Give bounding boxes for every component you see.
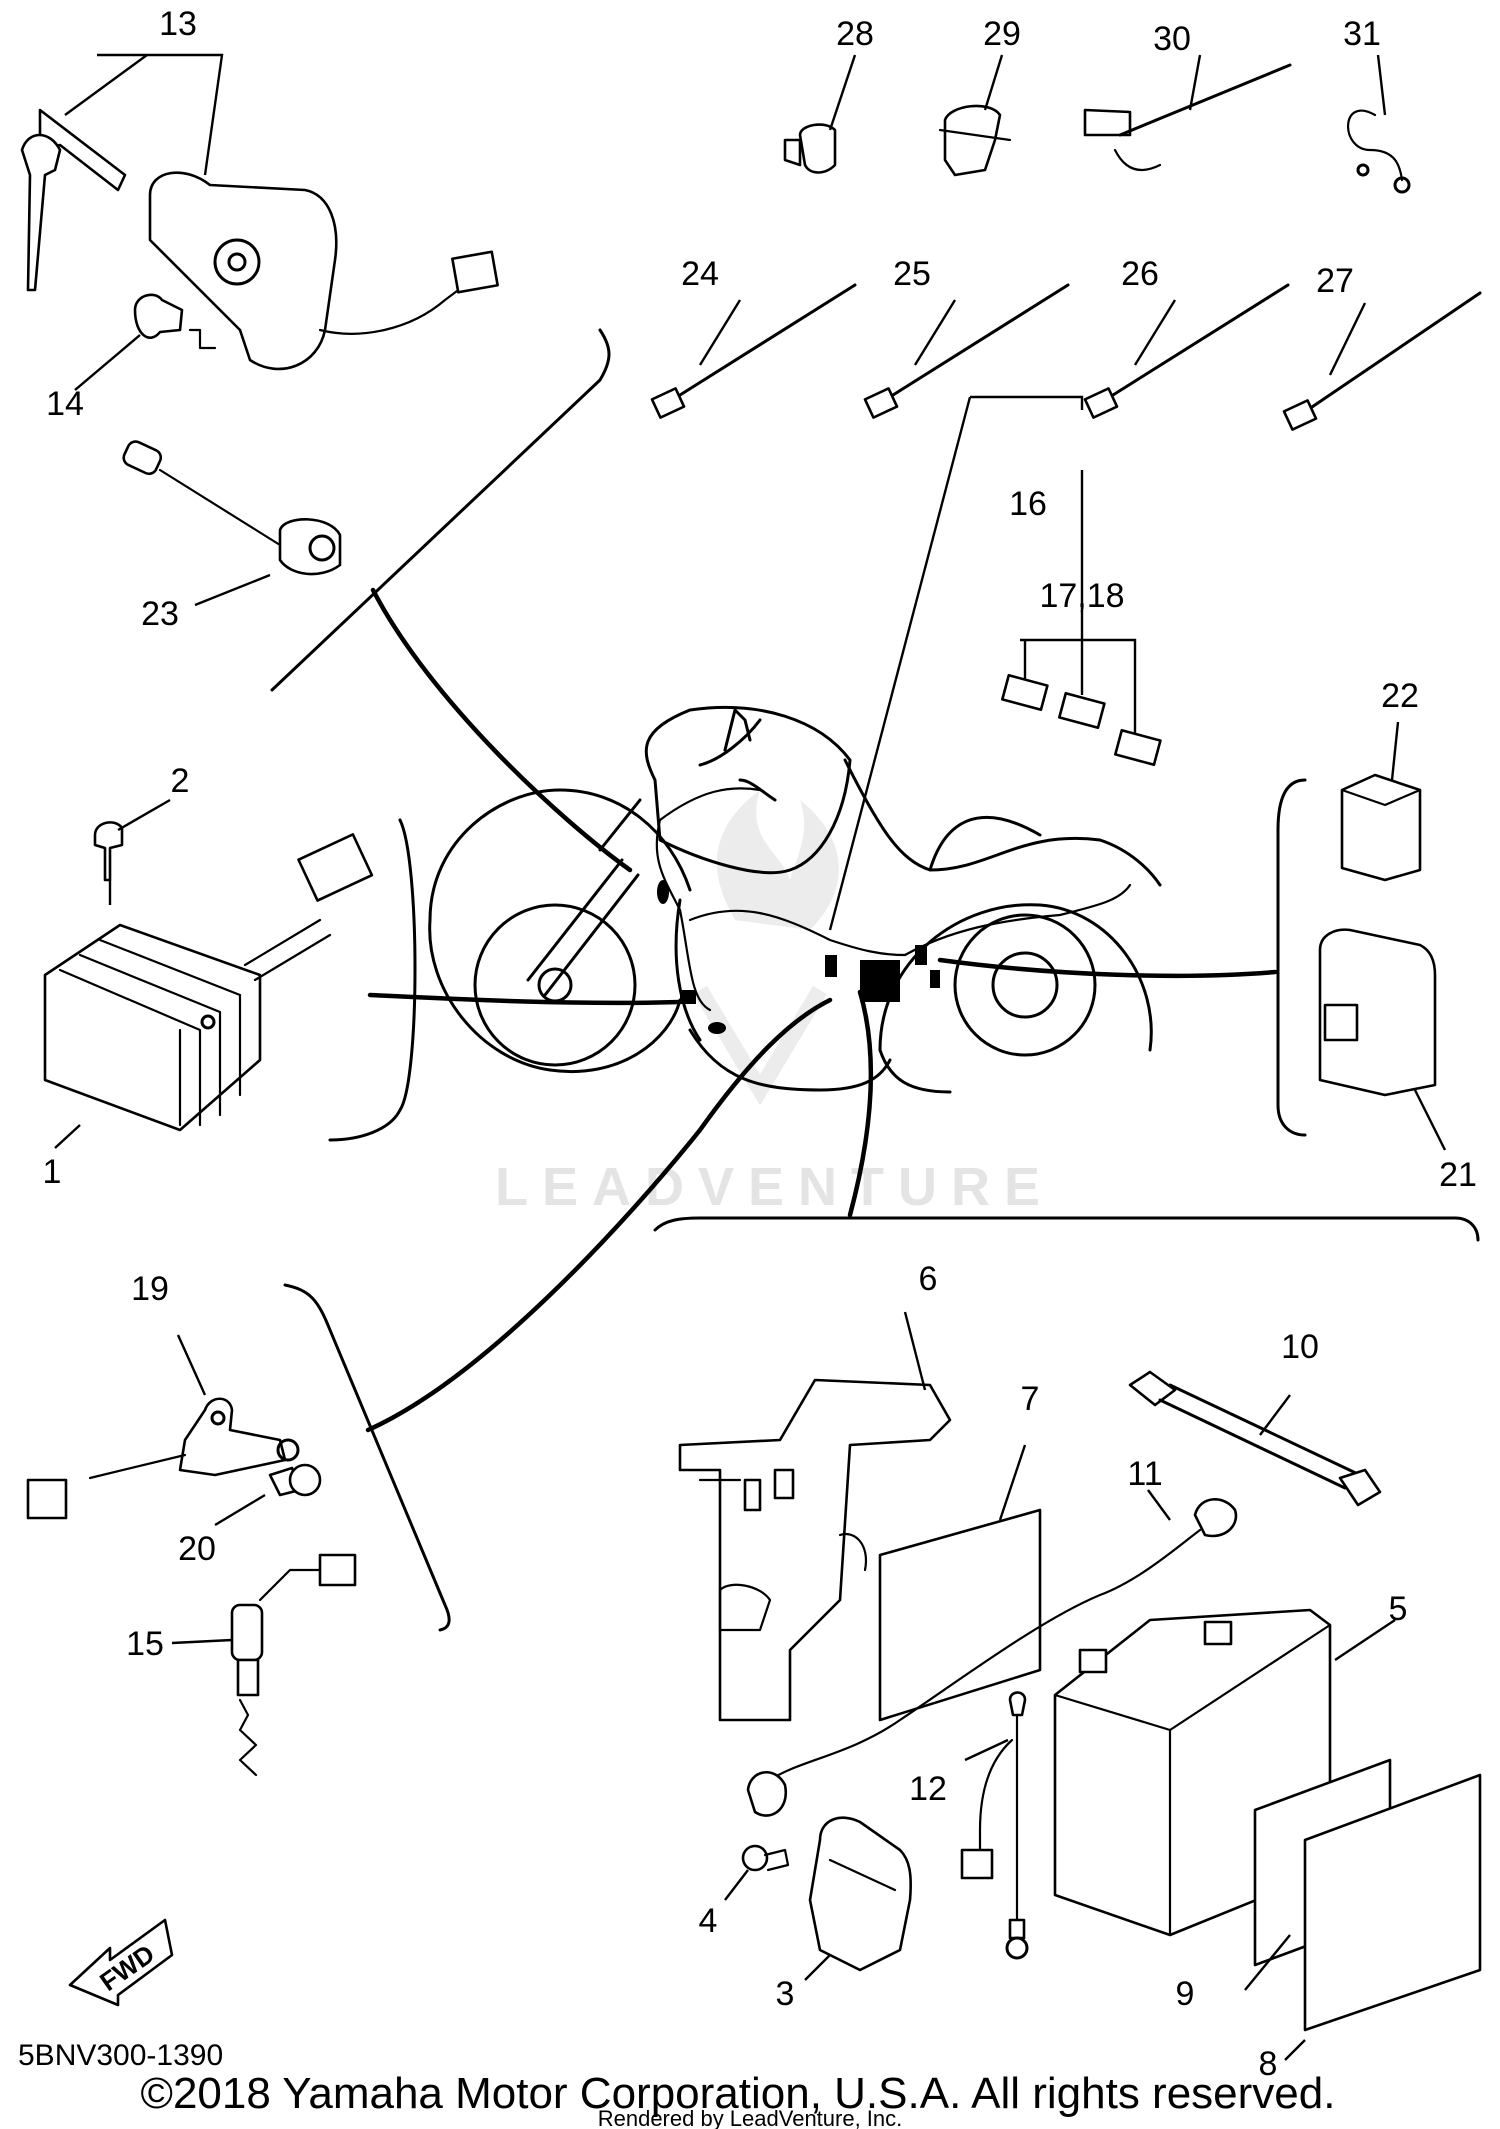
- motorcycle-outline: [428, 706, 1162, 1094]
- callout-28: 28: [836, 15, 874, 53]
- part-3-relay: [804, 1816, 912, 1981]
- part-6-battery-box: [678, 1311, 952, 1722]
- callout-4: 4: [699, 1902, 718, 1940]
- callout-25: 25: [893, 255, 931, 293]
- part-7-battery-pad: [878, 1444, 1042, 1722]
- diagram-code: 5BNV300-1390: [18, 2039, 223, 2072]
- part-20-screw: [214, 1463, 322, 1527]
- copyright-notice: ©2018 Yamaha Motor Corporation, U.S.A. A…: [141, 2069, 1336, 2118]
- callout-21: 21: [1439, 1156, 1477, 1194]
- part-23-sensor: [122, 440, 342, 607]
- callout-24: 24: [681, 255, 719, 293]
- cable-ties: [650, 283, 1482, 431]
- callout-26: 26: [1121, 255, 1159, 293]
- part-14-screw: [74, 293, 217, 391]
- part-19-sensor: [26, 1334, 300, 1520]
- callout-15: 15: [126, 1625, 164, 1663]
- callout-23: 23: [141, 595, 179, 633]
- group-brackets: [270, 328, 1480, 1632]
- callout-7: 7: [1021, 1380, 1040, 1418]
- callout-20: 20: [178, 1530, 216, 1568]
- part-2-bolt: [93, 798, 171, 905]
- callout-22: 22: [1381, 677, 1419, 715]
- part-15-switch: [171, 1553, 357, 1777]
- connector-lines: [365, 587, 1278, 1433]
- callout-numbers: 13 14 23 28 29 30 31 24 25 26 27 16 17,1…: [43, 5, 1477, 2083]
- part-22-relay: [1340, 721, 1422, 882]
- watermark: LEADVENTURE: [495, 790, 1054, 1217]
- rendered-by: Rendered by LeadVenture, Inc.: [598, 2106, 903, 2129]
- part-21-relay: [1318, 928, 1447, 1151]
- watermark-text: LEADVENTURE: [495, 1157, 1054, 1217]
- callout-10: 10: [1281, 1328, 1319, 1366]
- callout-16: 16: [1009, 485, 1047, 523]
- callout-17-18: 17,18: [1039, 577, 1124, 615]
- part-16-harness-fuses: [828, 395, 1162, 931]
- callout-1: 1: [43, 1153, 62, 1191]
- callout-30: 30: [1153, 20, 1191, 58]
- part-10-strap: [1128, 1370, 1382, 1507]
- callout-6: 6: [919, 1260, 938, 1298]
- clips: [783, 54, 1411, 194]
- callout-5: 5: [1389, 1590, 1408, 1628]
- part-11-cable: [746, 1489, 1238, 1817]
- callout-19: 19: [131, 1270, 169, 1308]
- callout-12: 12: [909, 1770, 947, 1808]
- forward-arrow: FWD: [68, 1918, 174, 2007]
- part-13-main-switch: [20, 53, 499, 371]
- callout-2: 2: [171, 762, 190, 800]
- callout-9: 9: [1176, 1975, 1195, 2013]
- callout-8: 8: [1259, 2045, 1278, 2083]
- callout-13: 13: [159, 5, 197, 43]
- part-1-rectifier: [43, 833, 374, 1149]
- callout-31: 31: [1343, 15, 1381, 53]
- callout-29: 29: [983, 15, 1021, 53]
- part-12-lead: [960, 1691, 1029, 1960]
- part-8-pad: [1284, 1773, 1482, 2061]
- callout-14: 14: [46, 385, 84, 423]
- callout-27: 27: [1316, 262, 1354, 300]
- callout-11: 11: [1127, 1455, 1162, 1493]
- part-4-screw: [724, 1844, 790, 1901]
- callout-3: 3: [776, 1975, 795, 2013]
